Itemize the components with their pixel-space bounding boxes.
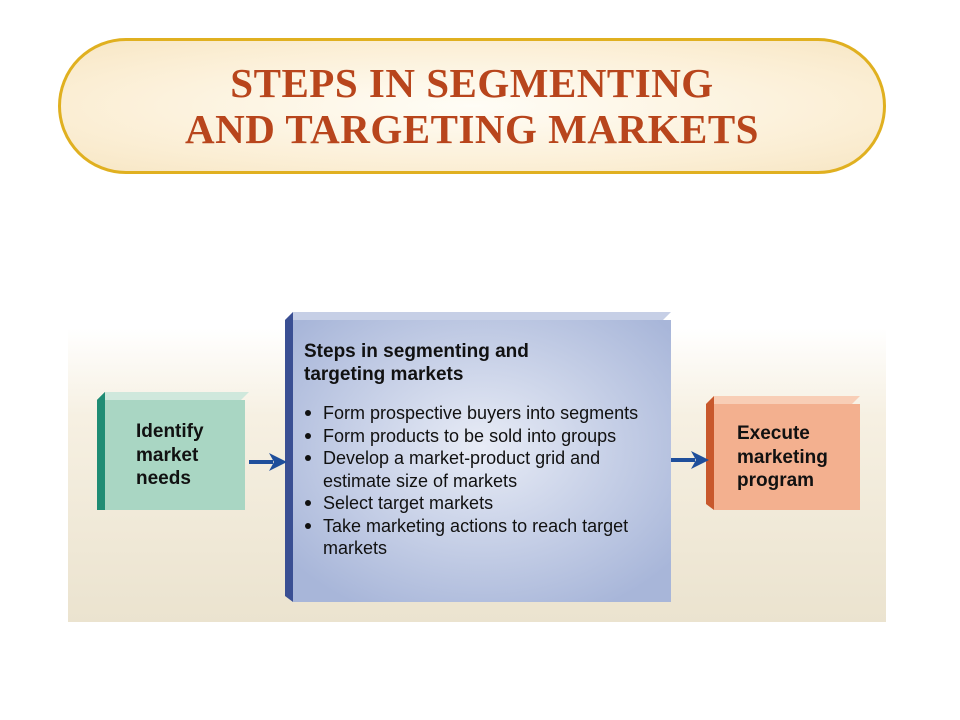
list-item: Form prospective buyers into segments: [302, 402, 672, 425]
list-item: Develop a market-product grid and estima…: [302, 447, 653, 492]
arrow-right-icon: [249, 453, 287, 471]
list-item: Select target markets: [302, 492, 672, 515]
steps-list: Form prospective buyers into segments Fo…: [302, 402, 672, 560]
title-banner: STEPS IN SEGMENTING AND TARGETING MARKET…: [58, 38, 886, 174]
execute-program-box: Execute marketing program: [706, 396, 860, 510]
identify-needs-label: Identify market needs: [136, 421, 204, 489]
list-item: Take marketing actions to reach target m…: [302, 515, 643, 560]
identify-needs-box: Identify market needs: [97, 392, 249, 510]
steps-heading: Steps in segmenting and targeting market…: [304, 341, 529, 385]
title-line-1: STEPS IN SEGMENTING: [230, 60, 714, 106]
list-item: Form products to be sold into groups: [302, 425, 672, 448]
execute-program-label: Execute marketing program: [737, 423, 828, 491]
steps-box: [285, 312, 671, 602]
arrow-right-icon: [671, 451, 709, 469]
title-line-2: AND TARGETING MARKETS: [185, 106, 759, 152]
